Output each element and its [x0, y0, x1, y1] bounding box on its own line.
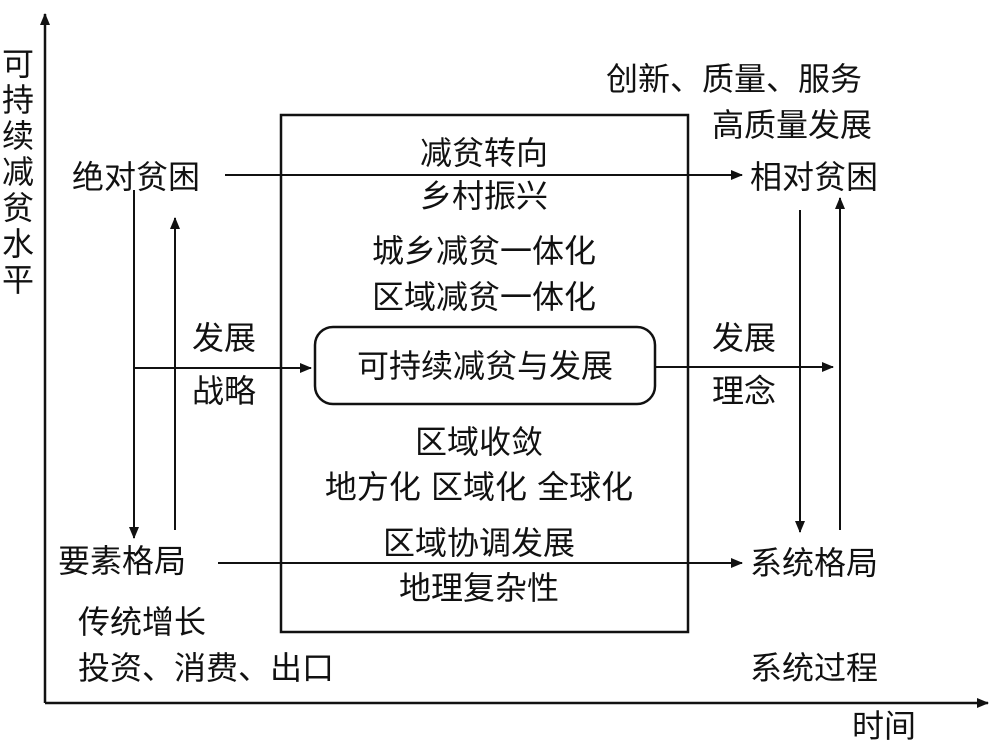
node-absolute-poverty: 绝对贫困	[72, 158, 201, 196]
annotation-system-process: 系统过程	[750, 649, 879, 687]
annotation-innovation: 创新、质量、服务	[606, 60, 863, 98]
main-box	[279, 113, 690, 634]
box-text-localization: 地方化 区域化 全球化	[324, 468, 634, 506]
node-system-pattern: 系统格局	[750, 544, 879, 582]
label-development-1: 发展	[192, 319, 257, 357]
y-axis-label: 可持续减贫水平	[1, 45, 34, 299]
annotation-traditional-growth: 传统增长	[78, 603, 207, 641]
x-axis-label: 时间	[852, 707, 917, 745]
center-node-label: 可持续减贫与发展	[356, 347, 614, 385]
box-text-convergence: 区域收敛	[414, 423, 544, 461]
center-box	[313, 325, 657, 406]
annotation-investment: 投资、消费、出口	[78, 649, 335, 687]
box-text-poverty-shift: 减贫转向	[419, 134, 549, 172]
annotation-high-quality: 高质量发展	[712, 106, 873, 144]
box-text-urban-rural: 城乡减贫一体化	[371, 232, 597, 270]
label-concept: 理念	[712, 372, 777, 410]
box-text-coordination: 区域协调发展	[382, 524, 576, 562]
node-factor-pattern: 要素格局	[58, 542, 187, 580]
box-text-rural-revitalization: 乡村振兴	[419, 177, 549, 215]
box-text-complexity: 地理复杂性	[398, 569, 560, 607]
label-development-2: 发展	[712, 319, 777, 357]
node-relative-poverty: 相对贫困	[750, 158, 879, 196]
box-text-regional: 区域减贫一体化	[371, 278, 597, 316]
label-strategy: 战略	[192, 372, 257, 410]
